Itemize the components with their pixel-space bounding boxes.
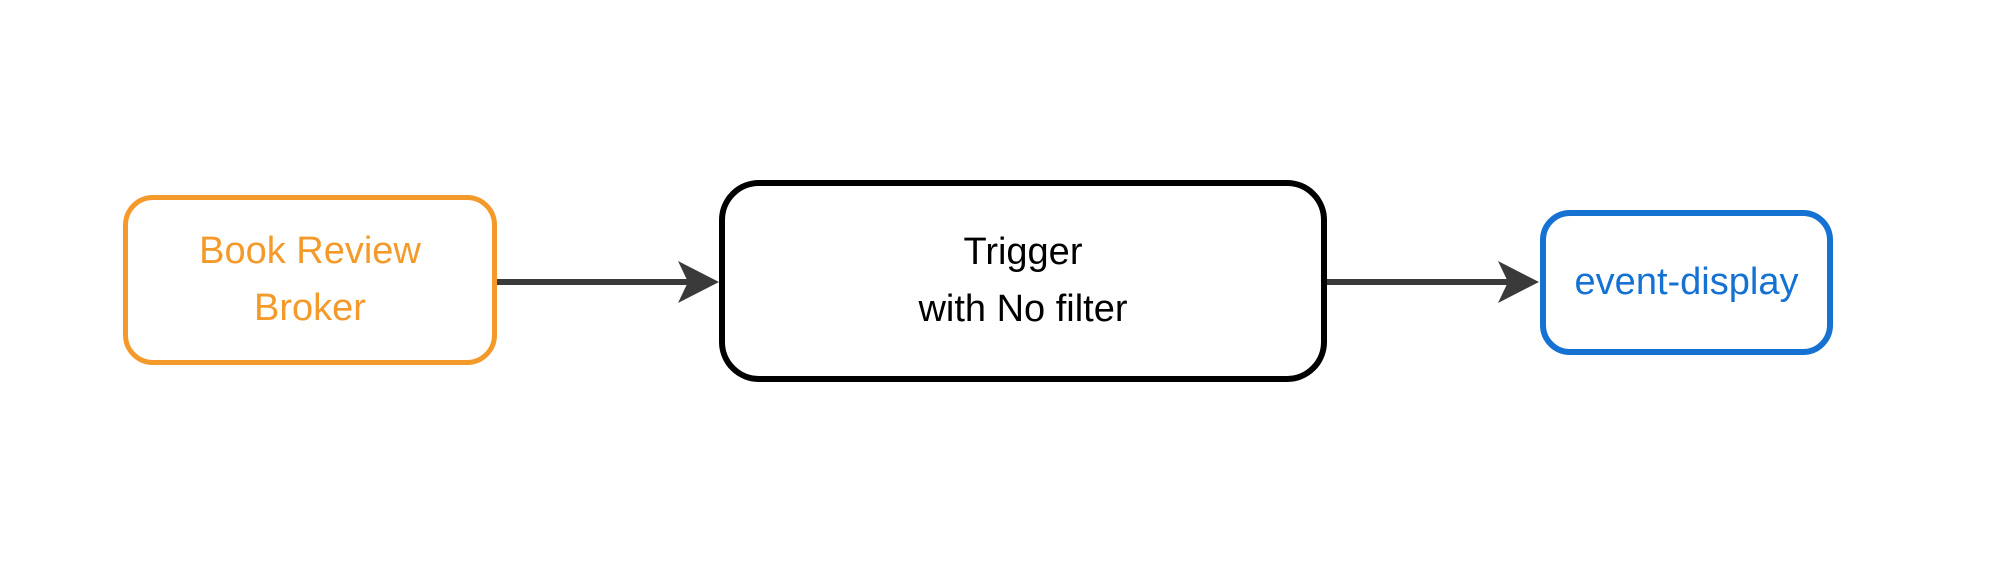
arrowhead-icon — [1498, 261, 1539, 303]
node-trigger-label: Trigger with No filter — [918, 224, 1127, 338]
node-label-line: Trigger — [963, 231, 1083, 273]
node-trigger-with-no-filter: Trigger with No filter — [719, 180, 1327, 382]
node-label-line: Broker — [254, 287, 366, 329]
edge-broker-to-trigger — [497, 261, 719, 303]
node-label-line: Book Review — [199, 230, 421, 272]
arrowhead-icon — [678, 261, 719, 303]
edge-trigger-to-event-display — [1327, 261, 1539, 303]
node-event-display: event-display — [1540, 210, 1833, 355]
node-book-review-broker: Book Review Broker — [123, 195, 497, 365]
node-label-line: with No filter — [918, 288, 1128, 330]
node-event-display-label: event-display — [1575, 254, 1799, 311]
node-book-review-broker-label: Book Review Broker — [199, 223, 421, 337]
node-label-line: event-display — [1574, 261, 1799, 303]
